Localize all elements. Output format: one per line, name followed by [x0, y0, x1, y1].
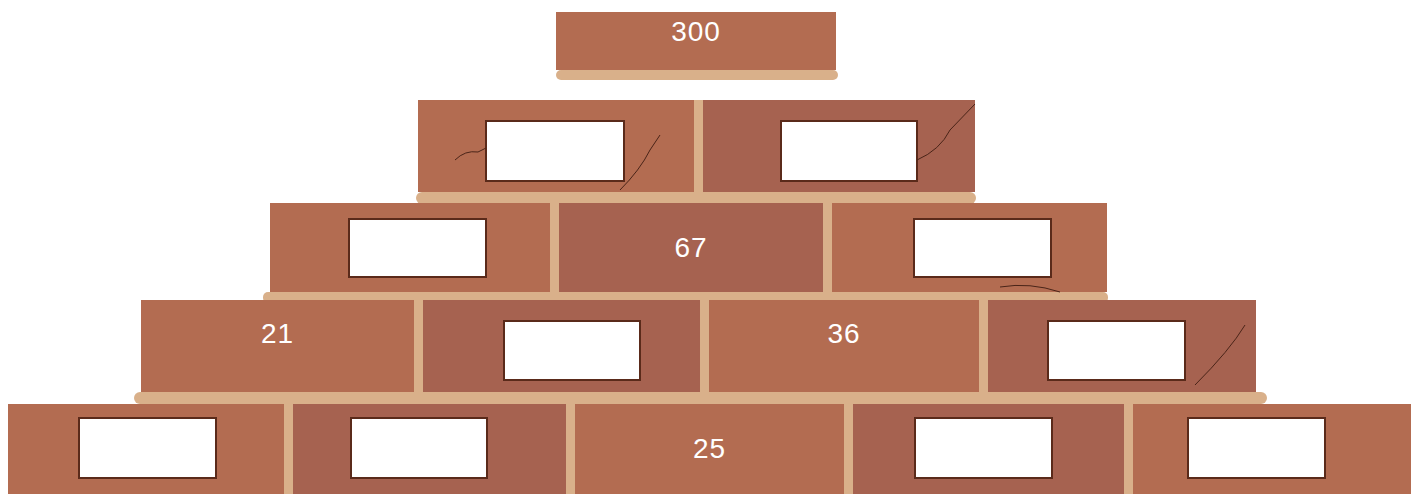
mortar	[134, 70, 1267, 494]
brick-number: 25	[693, 433, 726, 465]
empty-brick	[8, 100, 1411, 494]
brick-number: 67	[674, 232, 707, 264]
number-brick: 36	[709, 300, 979, 392]
number-brick: 300	[556, 12, 836, 70]
brick-number: 21	[261, 318, 294, 350]
brick-number: 36	[827, 318, 860, 350]
number-brick: 21	[141, 300, 414, 392]
brick-number: 300	[671, 16, 721, 48]
number-brick: 25	[575, 404, 844, 494]
number-brick: 67	[559, 203, 823, 292]
